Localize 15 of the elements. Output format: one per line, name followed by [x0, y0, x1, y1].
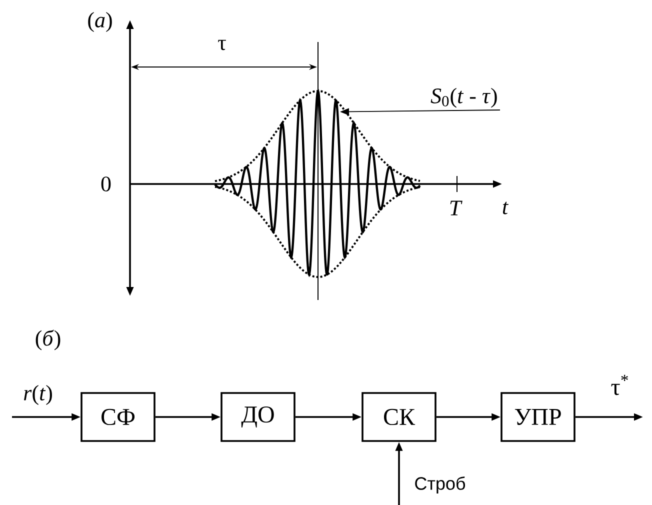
- block-box: СФ: [80, 392, 156, 442]
- edge-label: r(t): [24, 385, 52, 405]
- axis-label: T: [450, 200, 462, 216]
- edge-label: Строб: [415, 476, 466, 494]
- signal-label: S$_{0}$(t - τ): [430, 88, 497, 108]
- edge-label: τ$^{*}$: [611, 374, 628, 396]
- axis-label: t: [502, 202, 508, 214]
- axis-label: (a): [88, 12, 112, 32]
- axis-label: τ: [218, 40, 226, 50]
- axis-label: 0: [101, 176, 111, 192]
- pulse-drawing: [214, 90, 421, 278]
- block-box: СК: [362, 392, 436, 442]
- block-box: ДО: [220, 392, 296, 442]
- axis-label: (б): [36, 330, 60, 350]
- block-box: УПР: [500, 392, 576, 442]
